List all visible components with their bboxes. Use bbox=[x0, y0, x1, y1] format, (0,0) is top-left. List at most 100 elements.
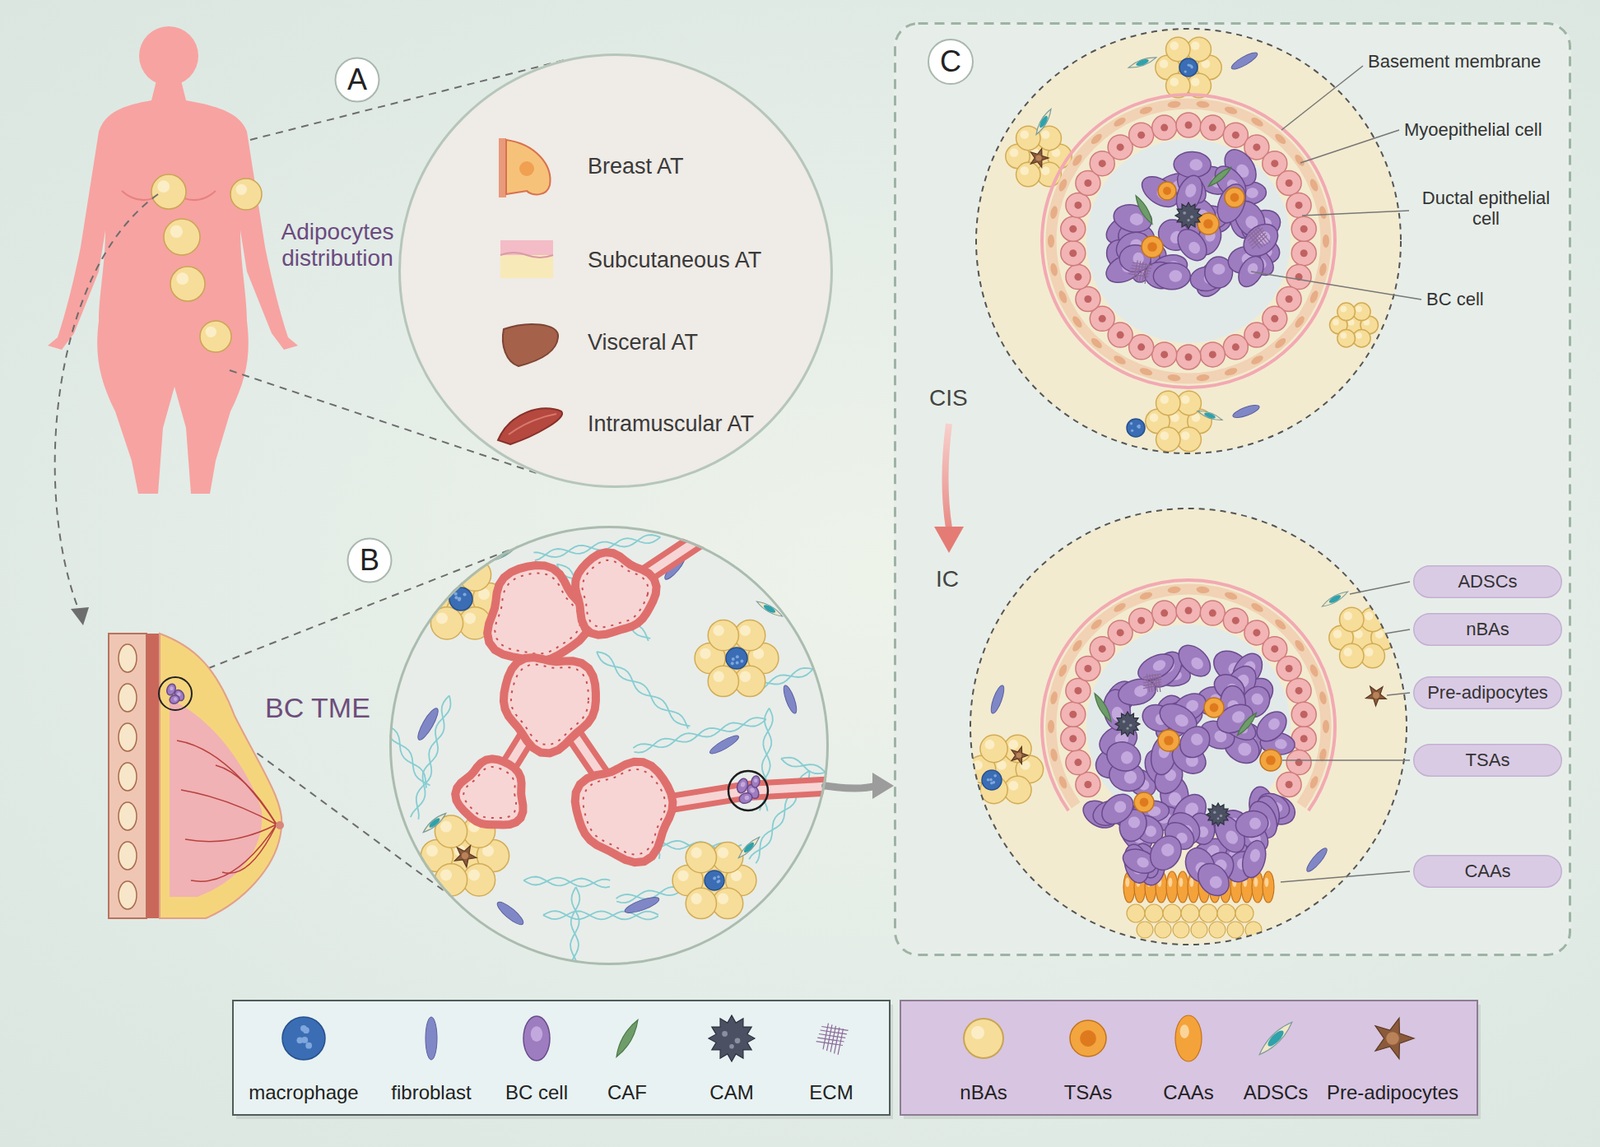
adipocyte-highlight bbox=[1355, 332, 1363, 340]
bc-nucleus bbox=[1126, 814, 1142, 830]
adipocyte bbox=[1016, 125, 1041, 150]
bc-nucleus bbox=[1119, 749, 1135, 766]
rib bbox=[118, 802, 137, 831]
bc-cell bbox=[1172, 639, 1217, 683]
adipocyte-highlight bbox=[1041, 166, 1051, 176]
muscle-icon-stripe bbox=[508, 413, 557, 435]
adipocyte-highlight bbox=[1170, 77, 1180, 87]
tsa-cell bbox=[1204, 697, 1224, 718]
legend-text: CAAs bbox=[1162, 1081, 1214, 1105]
epithelial-cell bbox=[1176, 598, 1201, 624]
bc-nucleus bbox=[1189, 158, 1203, 171]
macrophage-granule bbox=[1186, 63, 1190, 66]
leader-line bbox=[1281, 65, 1363, 131]
adipocyte bbox=[1337, 329, 1356, 348]
leader-line bbox=[1386, 693, 1410, 696]
epithelial-cell bbox=[1286, 265, 1312, 290]
tumor-marker bbox=[158, 677, 192, 711]
cell-type-name: TSAs bbox=[1465, 749, 1511, 771]
epithelial-nucleus bbox=[1285, 179, 1294, 187]
bc-cell bbox=[168, 693, 182, 706]
myoepithelial-cell bbox=[1223, 367, 1239, 378]
fibroblast bbox=[1229, 50, 1260, 73]
bc-nucleus bbox=[1207, 874, 1225, 892]
macrophage bbox=[725, 647, 748, 670]
epithelial-nucleus bbox=[1074, 758, 1082, 767]
epithelial-cell bbox=[1276, 171, 1302, 196]
stage-label: CIS bbox=[929, 385, 968, 412]
adipocyte-highlight bbox=[436, 612, 448, 624]
badge-circle bbox=[335, 58, 380, 103]
adipocyte-highlight bbox=[157, 180, 170, 193]
adipocyte-highlight bbox=[1181, 431, 1191, 441]
adipocyte-highlight bbox=[1364, 647, 1374, 657]
cis-ground bbox=[976, 28, 1401, 454]
myoepithelial-cell bbox=[1056, 289, 1069, 305]
epithelial-nucleus bbox=[1232, 617, 1240, 625]
ecm-strand bbox=[596, 651, 690, 726]
myoepithelial-layer bbox=[1051, 589, 1326, 806]
epithelial-nucleus bbox=[1300, 711, 1308, 719]
adipocyte-highlight bbox=[971, 1026, 985, 1040]
cell-type-name: CAAs bbox=[1464, 860, 1511, 882]
chest-wall bbox=[108, 633, 147, 919]
epithelial-cell bbox=[1291, 702, 1317, 727]
epithelial-cell bbox=[1291, 216, 1317, 242]
epithelial-nucleus bbox=[1137, 343, 1145, 351]
adipocyte-highlight bbox=[691, 847, 703, 859]
pre-adipocyte bbox=[1030, 148, 1049, 168]
adipocyte bbox=[1339, 607, 1364, 632]
macrophage-granule bbox=[712, 877, 717, 881]
pill-shape bbox=[1413, 744, 1563, 777]
badge-letter: C bbox=[927, 38, 974, 85]
arrow-shaft bbox=[825, 786, 877, 789]
bc-cell bbox=[737, 791, 754, 806]
epithelial-cell bbox=[1200, 600, 1225, 626]
epithelial-nucleus bbox=[1069, 225, 1077, 233]
bc-cell bbox=[1191, 857, 1236, 903]
epithelial-cell bbox=[1286, 192, 1312, 218]
caf-cell bbox=[1235, 711, 1260, 738]
ecm-fiber bbox=[1146, 674, 1149, 693]
macrophage-granule bbox=[1130, 422, 1133, 425]
bc-nucleus bbox=[1122, 769, 1139, 787]
myoepithelial-cell bbox=[1322, 720, 1330, 734]
epithelial-cell bbox=[1276, 656, 1302, 682]
adipocyte bbox=[1016, 162, 1041, 187]
adipocyte bbox=[1339, 643, 1364, 668]
legend-box bbox=[900, 1000, 1478, 1116]
cam-granule bbox=[1219, 814, 1223, 818]
body-silhouette bbox=[47, 80, 298, 494]
adipocyte-highlight bbox=[713, 671, 725, 683]
myoepithelial-cell bbox=[1167, 100, 1182, 109]
breast-fat bbox=[159, 633, 282, 919]
epithelial-nucleus bbox=[1098, 159, 1107, 168]
panel-badge: B bbox=[346, 537, 393, 584]
milk-duct bbox=[185, 824, 277, 842]
ecm-fiber bbox=[1142, 264, 1153, 284]
caa-cell bbox=[1176, 871, 1189, 903]
bc-nucleus bbox=[1212, 263, 1226, 275]
epithelial-nucleus bbox=[1083, 781, 1092, 789]
bc-cell bbox=[1173, 720, 1216, 764]
macrophage-granule bbox=[735, 655, 740, 659]
tsa-nucleus bbox=[1203, 218, 1214, 229]
fibroblast bbox=[414, 706, 442, 743]
epithelial-nucleus bbox=[1116, 628, 1125, 637]
adipocyte-highlight bbox=[422, 588, 434, 600]
epithelial-nucleus bbox=[1232, 343, 1240, 351]
muscle-icon bbox=[497, 408, 563, 445]
epithelial-nucleus bbox=[1285, 665, 1294, 673]
adipocyte-highlight bbox=[691, 893, 703, 905]
progression-arrow-head bbox=[934, 526, 964, 554]
adipocyte-highlight bbox=[739, 671, 751, 683]
cam-cell bbox=[1206, 803, 1230, 827]
macrophage bbox=[449, 587, 473, 611]
myoepithelial-cell bbox=[1273, 336, 1288, 351]
macrophage-granule bbox=[305, 1042, 312, 1050]
myoepithelial-cell bbox=[1250, 116, 1266, 129]
adipocyte-highlight bbox=[1009, 148, 1019, 158]
macrophage-granule bbox=[993, 774, 997, 778]
bc-nucleus bbox=[1111, 799, 1129, 816]
